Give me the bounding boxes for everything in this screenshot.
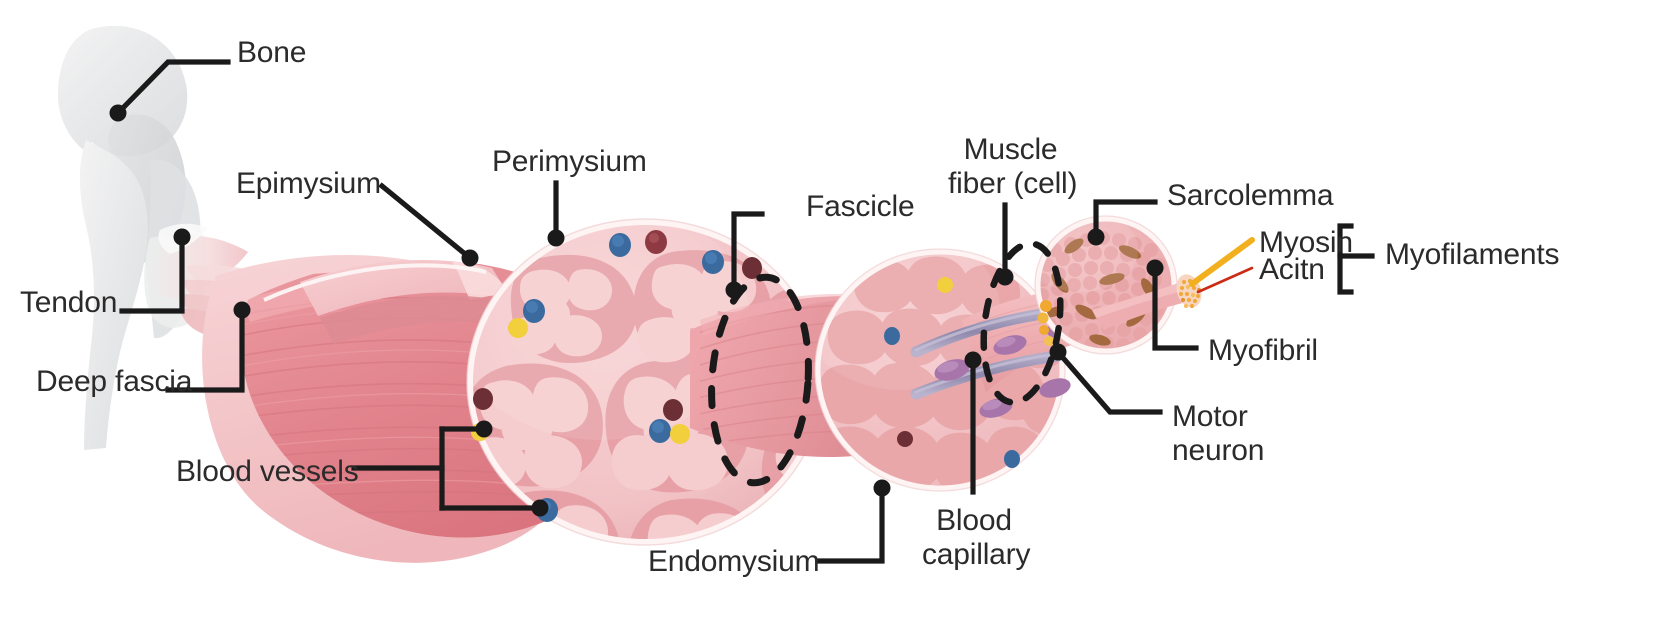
myofibril-structure [1092, 237, 1255, 330]
leader-fascicle [731, 211, 765, 293]
fascicle-extraction-outline [708, 273, 812, 487]
label-tendon: Tendon [20, 286, 118, 319]
label-fascicle: Fascicle [806, 190, 915, 223]
label-endomysium: Endomysium [648, 545, 820, 578]
label-motor-neuron: Motor neuron [1172, 400, 1265, 467]
leader-myofibril [1152, 265, 1199, 351]
label-deep-fascia: Deep fascia [36, 365, 193, 398]
label-sarcolemma: Sarcolemma [1167, 179, 1334, 212]
label-bone: Bone [237, 36, 307, 69]
actin-leader [1196, 266, 1254, 294]
leader-myofilaments-bracket [1337, 223, 1354, 295]
leader-motor-neuron [1054, 348, 1163, 415]
myosin-leader [1189, 237, 1255, 287]
leader-lines [114, 59, 1375, 564]
leader-dots [109, 104, 1164, 517]
leader-endomysium [815, 485, 885, 564]
label-muscle-fiber: Muscle fiber (cell) [948, 133, 1078, 200]
leader-epimysium [378, 182, 474, 262]
leader-tendon [119, 234, 185, 314]
leader-deep-fascia [165, 307, 245, 393]
label-perimysium: Perimysium [492, 145, 647, 178]
leader-bone [114, 59, 231, 117]
label-acitn: Acitn [1259, 253, 1325, 286]
label-myosin: Myosin [1259, 226, 1353, 259]
blood-vessel-markers [884, 277, 1020, 468]
label-myofibril: Myofibril [1208, 334, 1318, 367]
fiber-extraction-outline [980, 240, 1064, 406]
leader-sarcolemma [1093, 199, 1158, 240]
label-myofilaments: Myofilaments [1385, 238, 1560, 271]
label-blood-capillary: Blood capillary [922, 504, 1031, 571]
label-epimysium: Epimysium [236, 167, 381, 200]
label-blood-vessels: Blood vessels [176, 455, 359, 488]
